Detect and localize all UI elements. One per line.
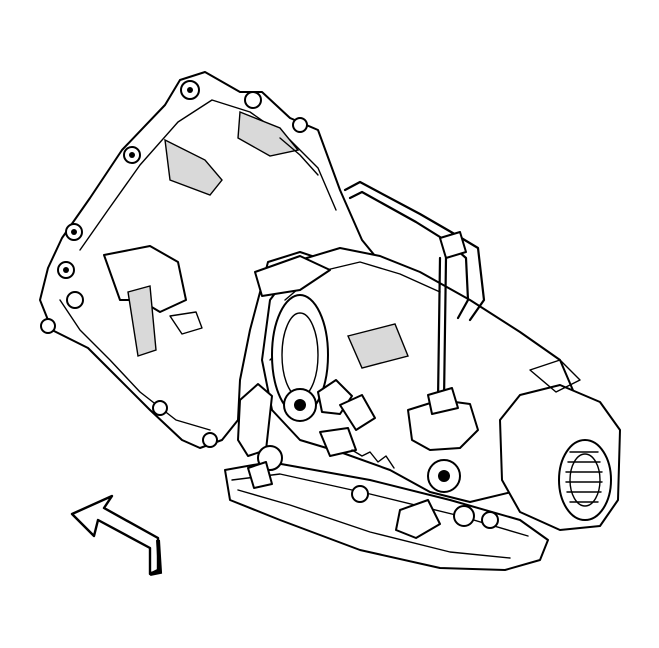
extension-housing [499,359,621,531]
valve-body-components [237,379,499,539]
bell-housing [39,71,381,449]
cooler-lines [279,137,486,415]
front-direction-arrow-icon [70,494,163,576]
